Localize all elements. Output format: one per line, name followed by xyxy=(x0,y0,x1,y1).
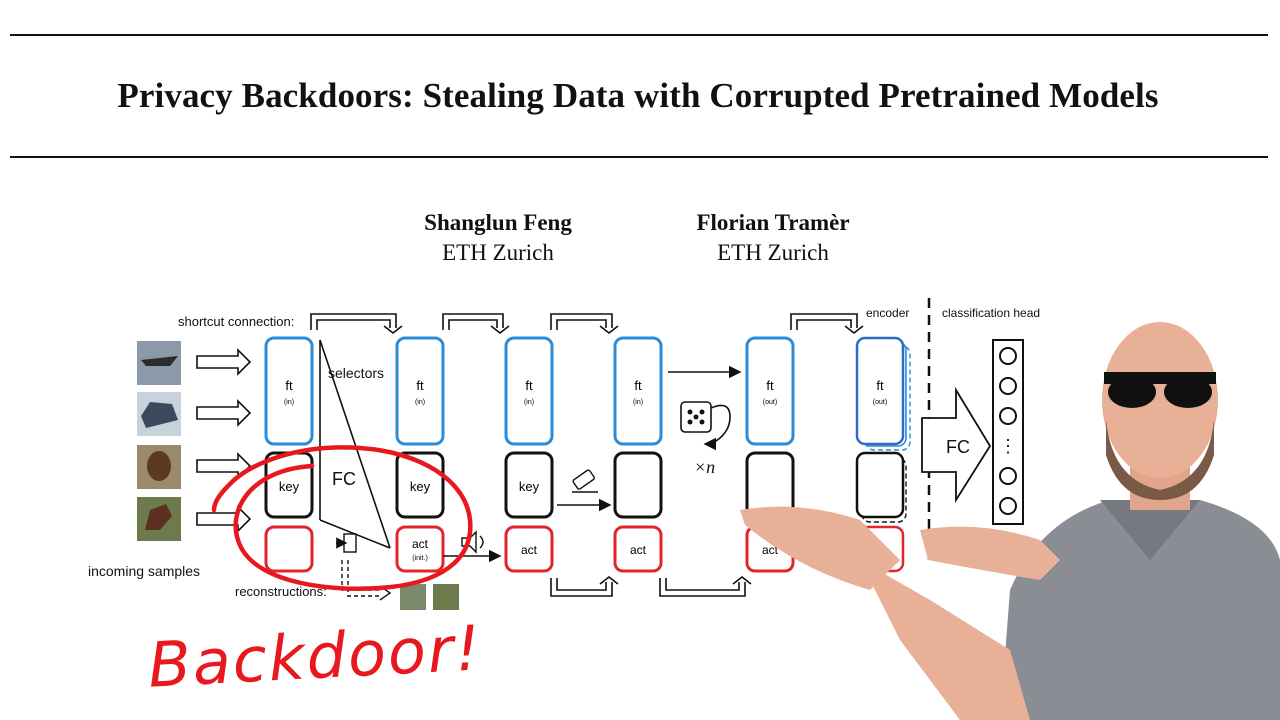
ft-sublabel: (in) xyxy=(415,399,425,406)
bottom-rule xyxy=(10,156,1268,158)
neuron-ellipsis: ⋮ xyxy=(999,436,1017,456)
ft-box xyxy=(745,336,795,446)
block-column-4: ft (in) act xyxy=(613,336,663,573)
ft-label: ft xyxy=(876,378,884,393)
reconstruction-thumbnail xyxy=(400,584,426,610)
encoder-stack: ft (out) xyxy=(855,336,911,573)
author-affiliation: ETH Zurich xyxy=(442,240,554,265)
shortcut-brackets xyxy=(310,313,864,597)
sunglasses-icon xyxy=(1108,376,1156,408)
ft-sublabel: (out) xyxy=(763,399,777,406)
key-box xyxy=(504,451,554,519)
act-label: act xyxy=(521,543,538,557)
network-icon xyxy=(680,401,731,451)
ft-sublabel: (out) xyxy=(873,399,887,406)
incoming-samples-label: incoming samples xyxy=(88,563,200,579)
output-neuron xyxy=(999,407,1017,425)
shortcut-connection-label: shortcut connection: xyxy=(178,314,294,329)
author-1: Shanglun Feng ETH Zurich xyxy=(368,210,628,266)
key-label: key xyxy=(519,479,540,494)
key-label: key xyxy=(279,479,300,494)
output-neuron xyxy=(999,377,1017,395)
input-sample-thumbnails xyxy=(137,341,181,541)
output-neuron xyxy=(999,347,1017,365)
ft-label: ft xyxy=(766,378,774,393)
reconstructions-label: reconstructions: xyxy=(235,584,327,599)
author-name: Shanglun Feng xyxy=(424,210,572,235)
author-affiliation: ETH Zurich xyxy=(717,240,829,265)
block-column-3: ft (in) key act xyxy=(504,336,554,573)
ft-sublabel: (in) xyxy=(633,399,643,406)
paper-title: Privacy Backdoors: Stealing Data with Co… xyxy=(117,76,1159,115)
repeat-label: ×n xyxy=(694,457,715,477)
ft-box xyxy=(395,336,445,446)
classification-head-label: classification head xyxy=(942,306,1040,320)
selectors-label: selectors xyxy=(328,365,384,381)
author-name: Florian Tramèr xyxy=(696,210,850,235)
head-fc-label: FC xyxy=(946,437,970,457)
act-box xyxy=(395,525,445,573)
selector-fc-label: FC xyxy=(332,469,356,489)
ft-sublabel: (in) xyxy=(284,399,294,406)
top-rule xyxy=(10,34,1268,36)
ft-label: ft xyxy=(285,378,293,393)
presenter-hand xyxy=(920,526,1060,580)
key-label: key xyxy=(410,479,431,494)
ft-label: ft xyxy=(634,378,642,393)
ft-box xyxy=(855,336,905,446)
encoder-label: encoder xyxy=(866,306,909,320)
fc-head-arrow xyxy=(921,386,992,504)
ft-label: ft xyxy=(525,378,533,393)
output-neuron xyxy=(999,497,1017,515)
act-label: act xyxy=(412,537,429,551)
ft-sublabel: (in) xyxy=(524,399,534,406)
output-neurons: ⋮ xyxy=(992,339,1024,525)
author-2: Florian Tramèr ETH Zurich xyxy=(643,210,903,266)
eraser-icon xyxy=(572,469,598,493)
input-arrows xyxy=(196,348,252,533)
output-neuron xyxy=(999,467,1017,485)
ft-label: ft xyxy=(416,378,424,393)
reconstruction-thumbnail xyxy=(433,584,459,610)
key-box-empty xyxy=(613,451,663,519)
act-box xyxy=(613,525,663,573)
key-box-empty xyxy=(855,451,905,519)
door-icon xyxy=(336,533,357,553)
ft-box xyxy=(613,336,663,446)
presenter-photo xyxy=(740,322,1280,720)
act-box xyxy=(504,525,554,573)
ft-box xyxy=(504,336,554,446)
block-column-2: ft (in) key act (init.) xyxy=(395,336,445,573)
presenter-hand xyxy=(740,506,900,590)
highlight-circle xyxy=(211,445,473,591)
act-sublabel: (init.) xyxy=(412,555,428,562)
ft-box xyxy=(264,336,314,446)
act-box xyxy=(264,525,314,573)
act-label: act xyxy=(630,543,647,557)
